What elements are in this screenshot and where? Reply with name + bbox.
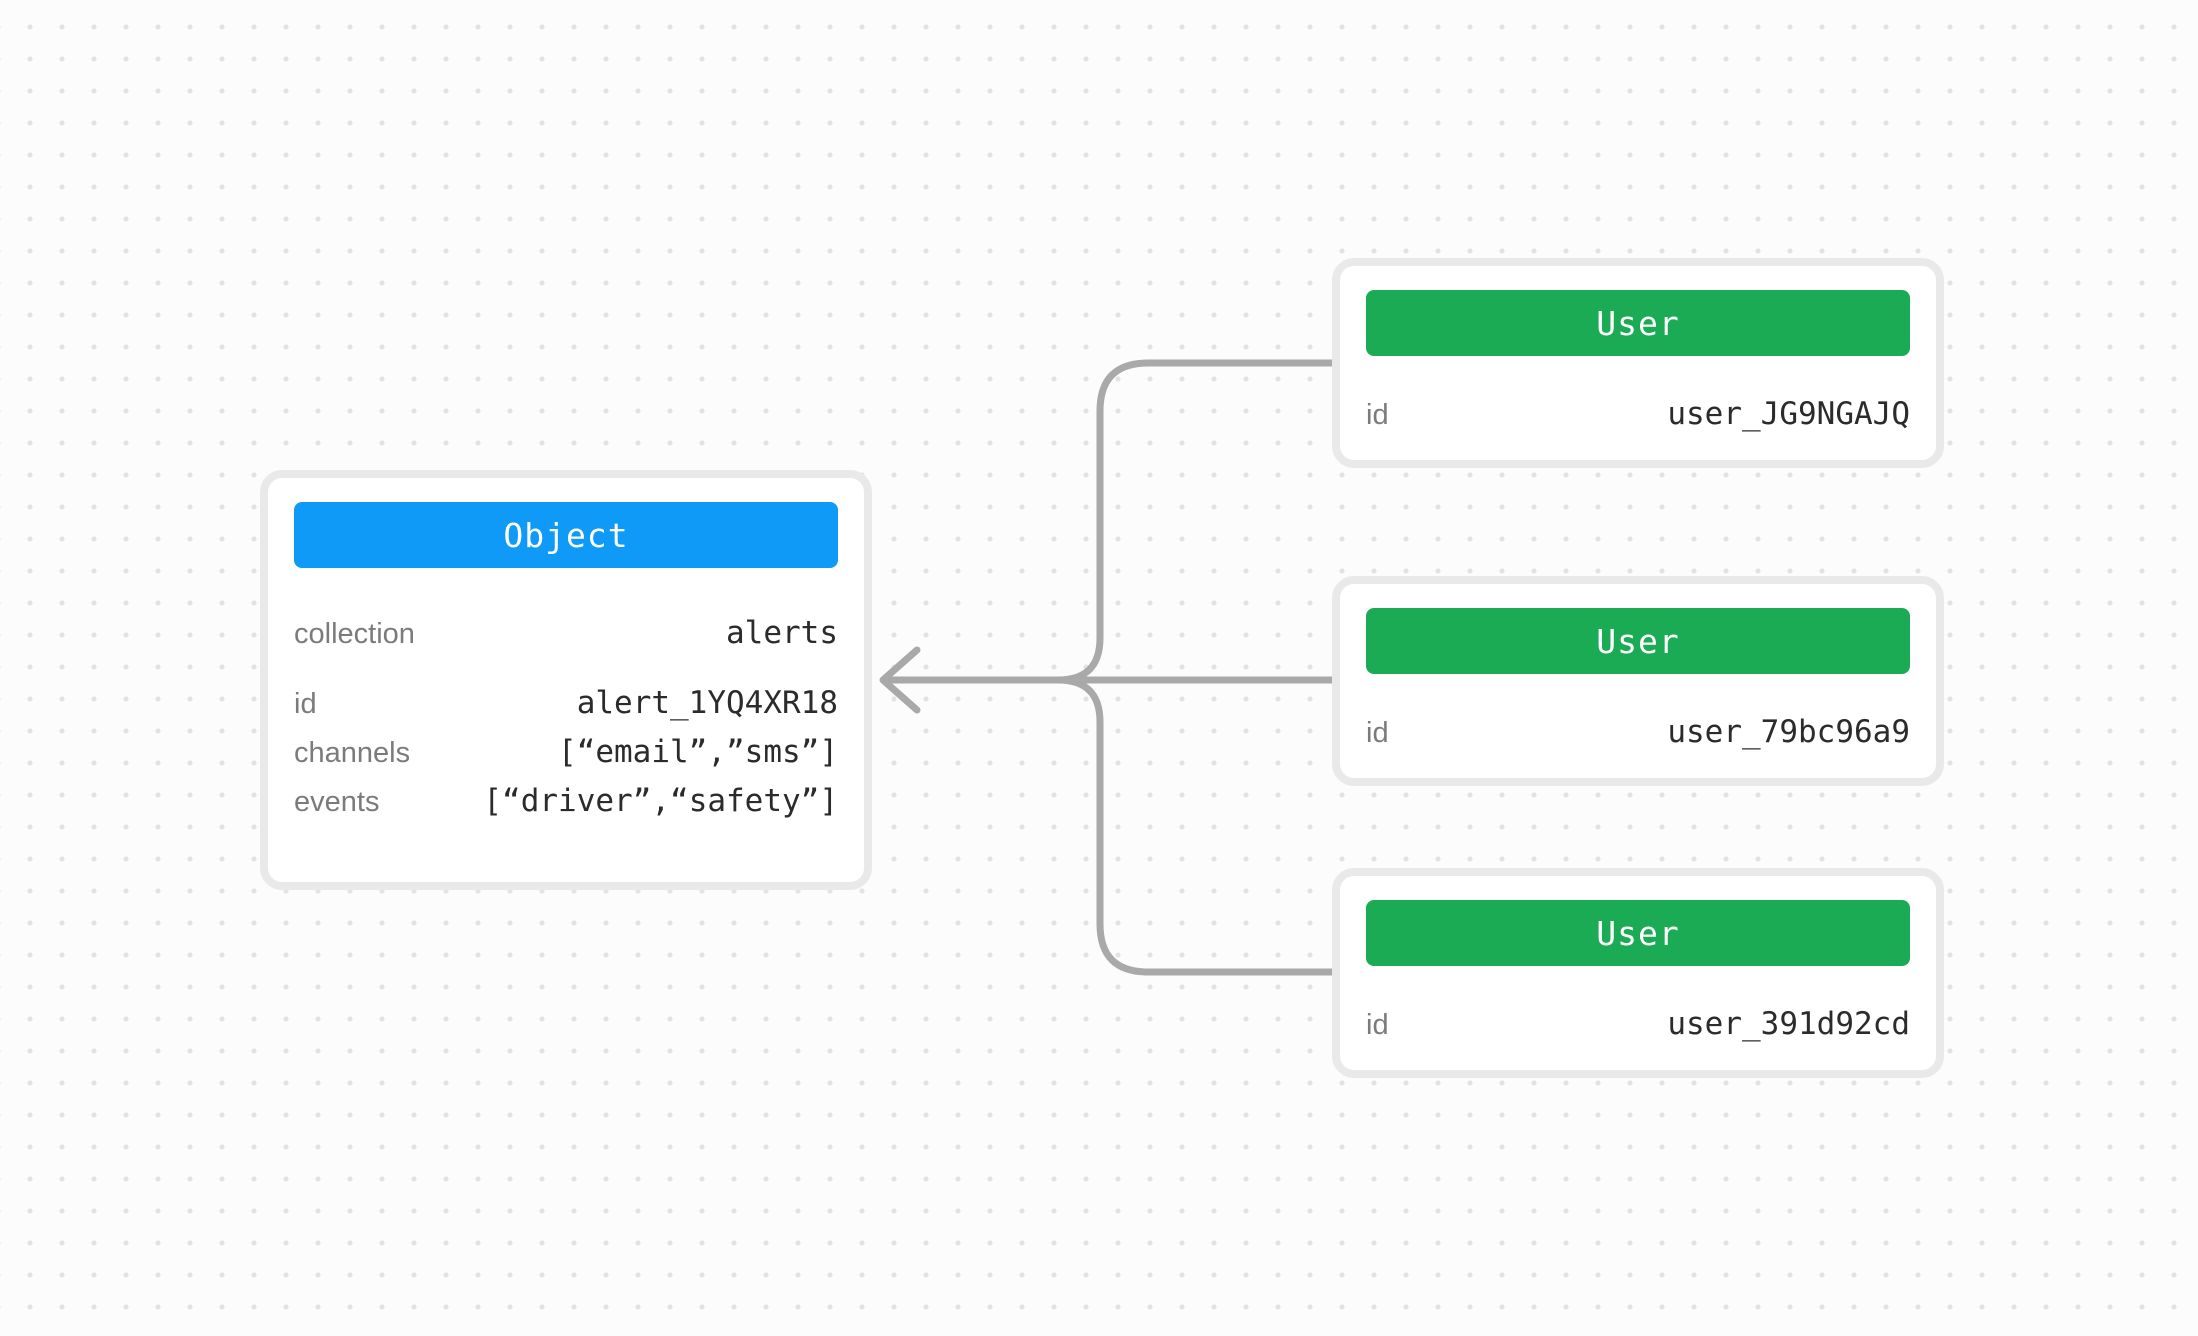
field-row-id: id user_391d92cd xyxy=(1366,1000,1910,1049)
field-label: id xyxy=(1366,399,1389,431)
field-label: collection xyxy=(294,618,415,650)
user-node-3[interactable]: User id user_391d92cd xyxy=(1332,868,1944,1078)
user-node-header: User xyxy=(1366,608,1910,674)
object-node[interactable]: Object collection alerts id alert_1YQ4XR… xyxy=(260,470,872,890)
field-value: user_79bc96a9 xyxy=(1667,714,1910,750)
object-node-title: Object xyxy=(503,515,629,555)
field-value: alert_1YQ4XR18 xyxy=(576,685,838,721)
user-node-body: id user_JG9NGAJQ xyxy=(1340,390,1936,439)
field-value: user_391d92cd xyxy=(1667,1006,1910,1042)
user-node-2[interactable]: User id user_79bc96a9 xyxy=(1332,576,1944,786)
field-row-id: id user_JG9NGAJQ xyxy=(1366,390,1910,439)
field-row-id: id alert_1YQ4XR18 xyxy=(294,679,838,728)
user-node-body: id user_391d92cd xyxy=(1340,1000,1936,1049)
field-label: id xyxy=(1366,717,1389,749)
user-node-title: User xyxy=(1596,303,1680,343)
user-node-header: User xyxy=(1366,290,1910,356)
field-row-channels: channels [“email”,”sms”] xyxy=(294,728,838,777)
arrowhead-icon xyxy=(879,646,921,714)
field-label: events xyxy=(294,786,380,818)
user-node-title: User xyxy=(1596,621,1680,661)
edge-user3-to-object xyxy=(886,676,1336,976)
user-node-1[interactable]: User id user_JG9NGAJQ xyxy=(1332,258,1944,468)
field-row-collection: collection alerts xyxy=(294,609,838,658)
field-row-events: events [“driver”,“safety”] xyxy=(294,777,838,826)
field-label: id xyxy=(294,688,317,720)
object-node-header: Object xyxy=(294,502,838,568)
field-group: id alert_1YQ4XR18 channels [“email”,”sms… xyxy=(294,679,838,826)
edge-user1-to-object xyxy=(886,359,1336,684)
user-node-title: User xyxy=(1596,913,1680,953)
field-value: [“email”,”sms”] xyxy=(558,734,838,770)
field-label: channels xyxy=(294,737,411,769)
user-node-body: id user_79bc96a9 xyxy=(1340,708,1936,757)
field-value: user_JG9NGAJQ xyxy=(1667,396,1910,432)
field-label: id xyxy=(1366,1009,1389,1041)
object-node-body: collection alerts id alert_1YQ4XR18 chan… xyxy=(268,609,864,826)
field-value: alerts xyxy=(726,615,838,651)
field-value: [“driver”,“safety”] xyxy=(483,783,838,819)
field-row-id: id user_79bc96a9 xyxy=(1366,708,1910,757)
user-node-header: User xyxy=(1366,900,1910,966)
